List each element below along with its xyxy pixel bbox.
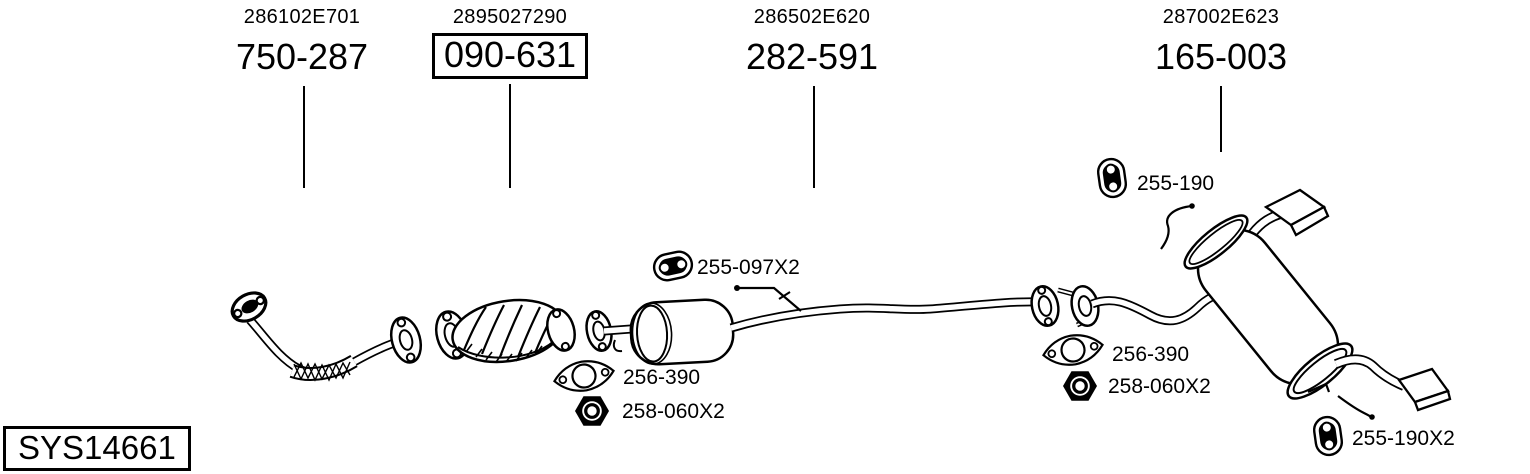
cat-ridges xyxy=(462,304,554,358)
hanger-rod-top xyxy=(1160,203,1195,250)
gasket-icon xyxy=(1039,329,1107,371)
oe-number: 286502E620 xyxy=(753,6,871,28)
gasket-icon xyxy=(550,355,618,397)
oe-number: 286102E701 xyxy=(243,6,361,28)
part-group-center-muffler: 286502E620 282-591 xyxy=(702,6,922,76)
callout-part-number[interactable]: 256-390 xyxy=(623,366,701,389)
cat-seam xyxy=(457,340,555,363)
rubber-hanger-icon xyxy=(650,248,696,284)
callout-part-number[interactable]: 258-060X2 xyxy=(1108,375,1211,398)
part-number-link[interactable]: 750-287 xyxy=(235,36,369,77)
rubber-hanger-icon xyxy=(1311,414,1345,458)
part-group-rear-muffler: 287002E623 165-003 xyxy=(1111,6,1331,76)
leader-lines xyxy=(303,84,1222,188)
system-code-badge: SYS14661 xyxy=(3,426,191,471)
front-pipe-art xyxy=(230,291,423,382)
upper-tailpipe-tip xyxy=(1263,188,1330,237)
rear-inlet-flange xyxy=(1057,285,1100,328)
lower-tailpipe-tip xyxy=(1397,367,1452,412)
catalytic-converter-art xyxy=(434,298,576,364)
callout-part-number[interactable]: 258-060X2 xyxy=(622,400,725,423)
part-group-catalytic-converter: 2895027290 090-631 xyxy=(400,6,620,79)
part-number-link[interactable]: 165-003 xyxy=(1154,36,1288,77)
callout-part-number[interactable]: 255-190 xyxy=(1137,172,1215,195)
front-pipe-rear-flange xyxy=(389,316,423,364)
nut-icon xyxy=(573,394,611,428)
rubber-hanger-icon xyxy=(1095,156,1129,200)
part-number-link-selected[interactable]: 090-631 xyxy=(431,33,589,79)
cat-outlet-flange xyxy=(546,308,576,352)
flex-braid xyxy=(289,354,358,382)
hanger-bracket xyxy=(734,285,802,312)
center-pipe-end-flange xyxy=(1030,285,1060,327)
front-pipe-flange xyxy=(230,291,268,323)
rear-muffler-bottom-cap xyxy=(1286,342,1354,400)
center-muffler-flange xyxy=(585,310,613,352)
callout-part-number[interactable]: 256-390 xyxy=(1112,343,1190,366)
oe-number: 2895027290 xyxy=(452,6,568,28)
part-group-front-pipe: 286102E701 750-287 xyxy=(192,6,412,76)
nut-icon xyxy=(1061,369,1099,403)
rear-muffler-art xyxy=(1057,188,1452,420)
center-muffler-body xyxy=(629,298,735,366)
callout-part-number[interactable]: 255-190X2 xyxy=(1352,427,1455,450)
part-number-link[interactable]: 282-591 xyxy=(745,36,879,77)
rear-muffler-top-cap xyxy=(1183,214,1249,270)
hanger-rod-bottom xyxy=(1307,382,1375,420)
callout-part-number[interactable]: 255-097X2 xyxy=(697,256,800,279)
center-muffler-art xyxy=(585,285,1060,366)
oe-number: 287002E623 xyxy=(1162,6,1280,28)
